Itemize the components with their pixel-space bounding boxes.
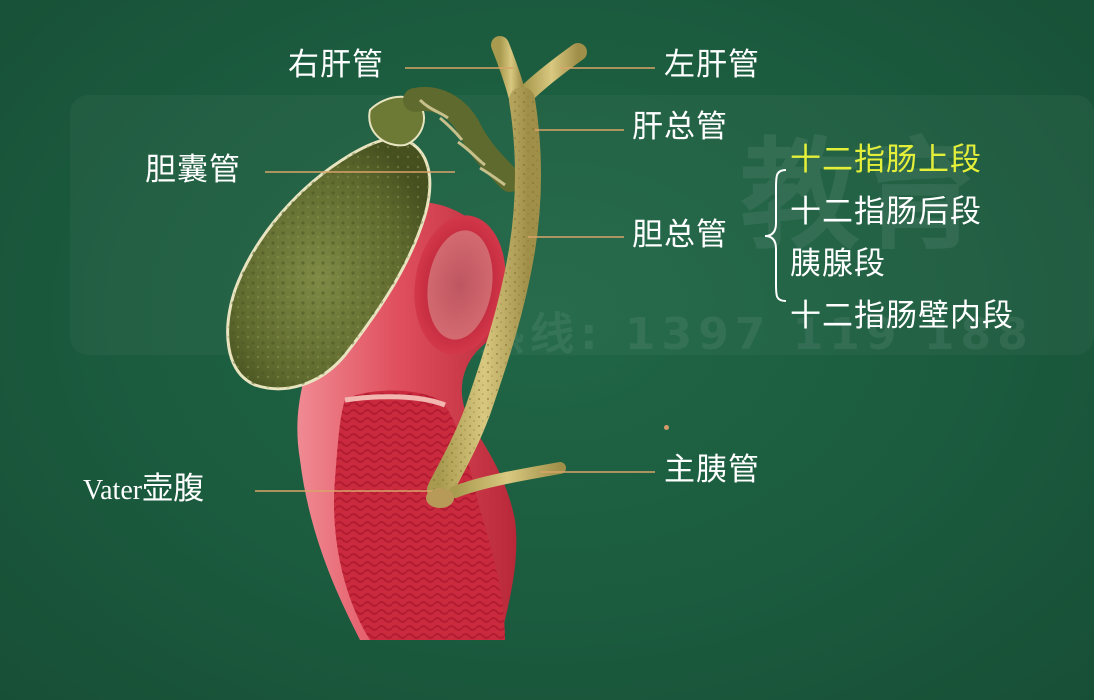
gallbladder	[226, 95, 432, 391]
pointer-dot	[664, 425, 669, 430]
segments-brace	[764, 169, 787, 302]
common-bile-duct-segments: 十二指肠上段 十二指肠后段 胰腺段 十二指肠壁内段	[790, 145, 1014, 353]
label-right-hepatic-duct: 右肝管	[288, 47, 384, 83]
label-left-hepatic-duct: 左肝管	[664, 47, 760, 83]
label-vater-latin: Vater	[83, 475, 143, 506]
watermark-hotline: 热线: 1397 119 188	[480, 309, 1034, 360]
segment-retroduodenal: 十二指肠后段	[790, 194, 982, 230]
label-vater-cn: 壶腹	[142, 471, 205, 507]
bile-ducts	[426, 36, 587, 508]
segment-supraduodenal: 十二指肠上段	[790, 142, 982, 178]
leader-lines	[255, 67, 655, 492]
watermark-logo-text: 教育	[740, 127, 980, 266]
label-vater-ampulla: Vater壶腹	[83, 474, 204, 505]
segment-intramural: 十二指肠壁内段	[790, 298, 1014, 334]
label-common-bile-duct: 胆总管	[632, 217, 728, 253]
cystic-duct	[403, 87, 522, 192]
label-main-pancreatic-duct: 主胰管	[664, 452, 760, 488]
label-common-hepatic-duct: 肝总管	[632, 109, 728, 145]
label-cystic-duct: 胆囊管	[145, 152, 241, 188]
segment-pancreatic: 胰腺段	[790, 246, 886, 282]
